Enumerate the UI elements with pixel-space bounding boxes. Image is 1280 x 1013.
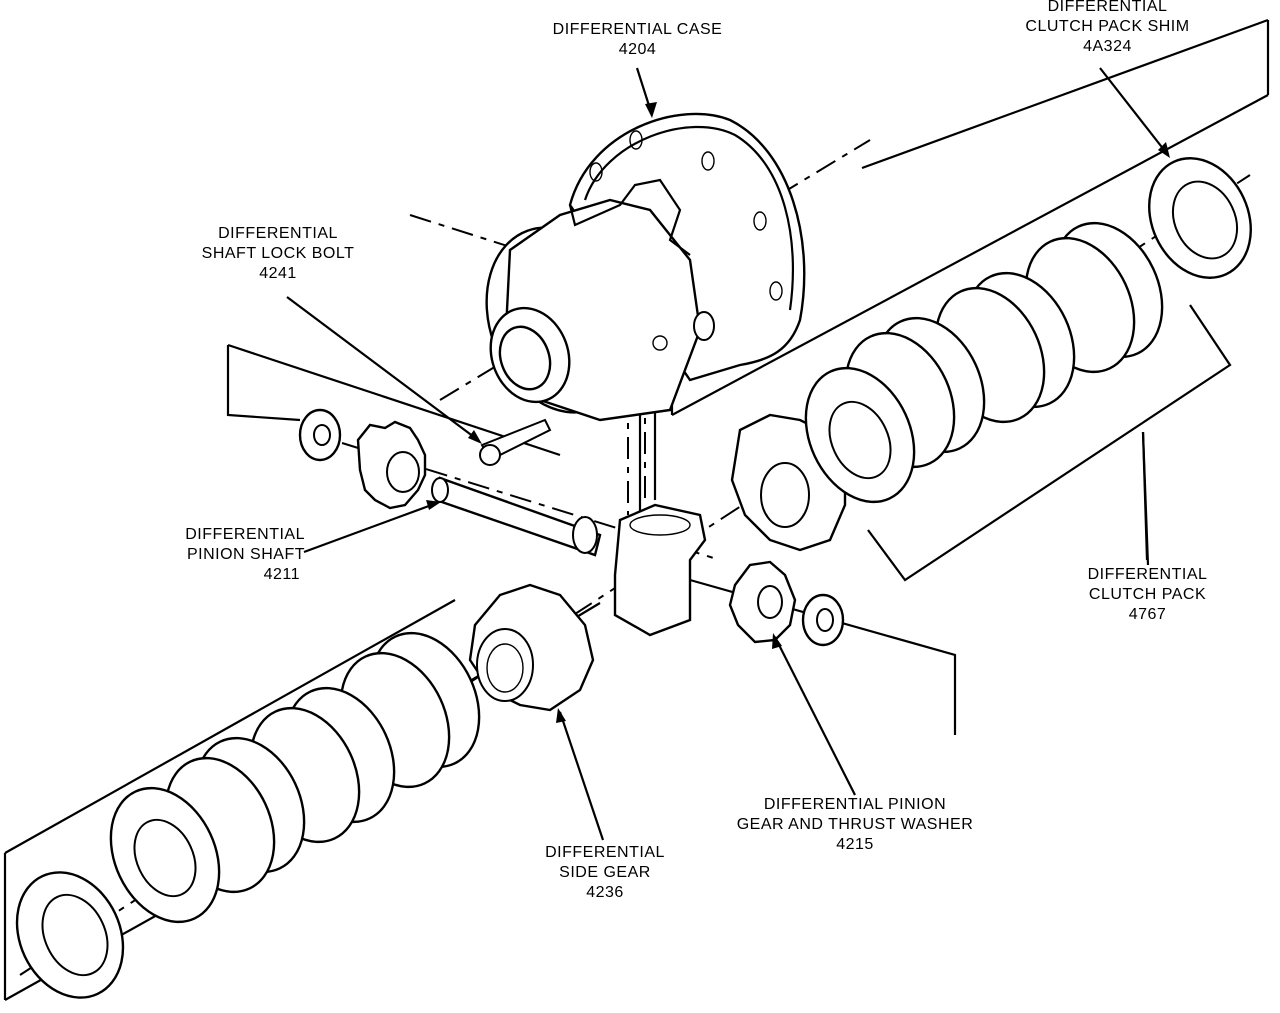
arrow-shaft (426, 500, 441, 510)
label-line: DIFFERENTIAL (218, 225, 338, 242)
label-clutch-pack: DIFFERENTIAL CLUTCH PACK 4767 (1080, 565, 1215, 625)
leader-bolt (286, 296, 479, 441)
thrust-washer-right (801, 593, 845, 647)
arrow-bolt (468, 430, 482, 444)
thrust-block (613, 503, 707, 637)
pinion-gear-left (356, 420, 427, 510)
label-part-number: 4A324 (1083, 38, 1132, 55)
pinion-gear-right (728, 560, 797, 644)
shaft-lock-bolt (479, 418, 552, 466)
leader-pinion (774, 636, 856, 796)
label-line: DIFFERENTIAL (185, 526, 305, 543)
leader-side-gear (558, 711, 605, 841)
label-line: SIDE GEAR (559, 864, 651, 881)
label-part-number: 4211 (263, 566, 300, 583)
label-line: PINION SHAFT (186, 546, 305, 563)
label-line: GEAR AND THRUST WASHER (736, 816, 974, 833)
label-line: DIFFERENTIAL CASE (552, 21, 723, 38)
label-pinion-shaft: DIFFERENTIAL PINION SHAFT 4211 (160, 525, 305, 585)
arrow-case (645, 102, 657, 118)
label-part-number: 4236 (586, 884, 624, 901)
thrust-washer-left (298, 408, 342, 462)
label-part-number: 4204 (618, 41, 657, 58)
label-line: CLUTCH PACK (1088, 586, 1207, 603)
label-part-number: 4215 (836, 836, 874, 853)
label-shaft-lock-bolt: DIFFERENTIAL SHAFT LOCK BOLT 4241 (188, 224, 368, 284)
side-gear-left (468, 583, 595, 712)
clutch-pack-left (15, 631, 481, 999)
label-part-number: 4767 (1128, 606, 1167, 623)
label-line: DIFFERENTIAL (1087, 566, 1208, 583)
label-side-gear: DIFFERENTIAL SIDE GEAR 4236 (535, 843, 675, 903)
pinion-shaft (431, 476, 602, 557)
label-line: SHAFT LOCK BOLT (201, 245, 355, 262)
arrow-side-gear (556, 708, 566, 723)
arrow-pinion (772, 633, 782, 649)
differential-case (485, 112, 806, 422)
label-line: CLUTCH PACK SHIM (1025, 18, 1190, 35)
label-differential-case: DIFFERENTIAL CASE 4204 (540, 20, 735, 60)
leader-clutch (1141, 431, 1150, 566)
clutch-pack-right (804, 157, 1252, 504)
label-clutch-pack-shim: DIFFERENTIAL CLUTCH PACK SHIM 4A324 (1010, 0, 1205, 57)
leader-shim (1099, 67, 1169, 156)
leader-shaft (303, 501, 438, 554)
label-line: DIFFERENTIAL PINION (763, 796, 947, 813)
leader-lines (286, 67, 1170, 841)
arrow-shim (1158, 142, 1170, 158)
label-line: DIFFERENTIAL (1047, 0, 1168, 15)
label-line: DIFFERENTIAL (545, 844, 665, 861)
label-pinion-gear-thrust-washer: DIFFERENTIAL PINION GEAR AND THRUST WASH… (715, 795, 995, 855)
label-part-number: 4241 (259, 265, 297, 282)
